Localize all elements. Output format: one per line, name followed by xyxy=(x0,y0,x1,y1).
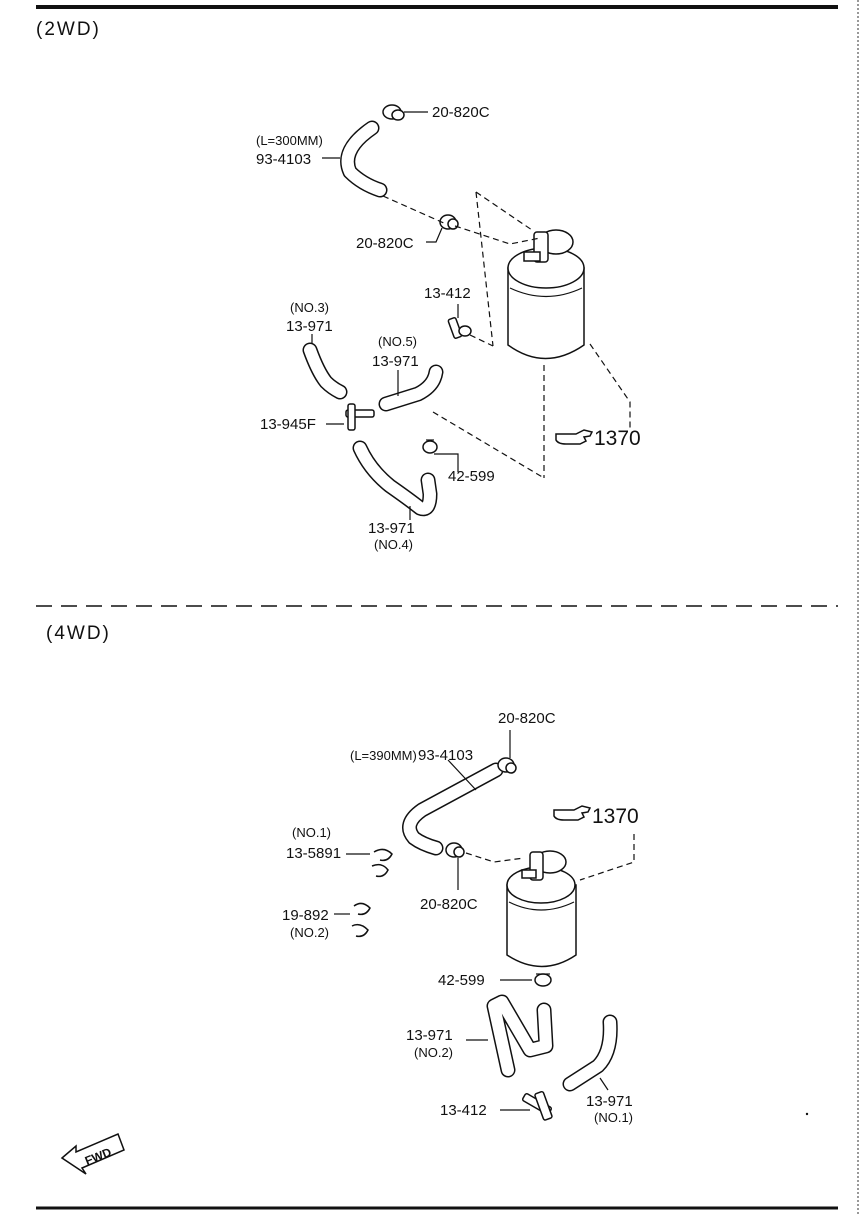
label-clamp-mid-2wd: 20-820C xyxy=(356,235,414,252)
clamp-13-5891-no1-4wd xyxy=(371,848,393,878)
label-hose-no3-part-2wd: 13-971 xyxy=(286,318,333,335)
pointing-hand-icon xyxy=(553,805,592,821)
label-clamp-no1-part-4wd: 13-5891 xyxy=(286,845,341,862)
canister-2wd xyxy=(507,229,585,360)
label-hose-no2-part-4wd: 13-971 xyxy=(406,1027,453,1044)
label-tee-2wd: 13-945F xyxy=(260,416,316,433)
clamp-20-820c-mid-4wd xyxy=(445,842,465,858)
label-clamp-no2-part-4wd: 19-892 xyxy=(282,907,329,924)
clamp-20-820c-top-4wd xyxy=(497,757,517,774)
clamp-20-820c-top-2wd xyxy=(382,104,405,121)
label-valve-2wd: 13-412 xyxy=(424,285,471,302)
section-title-2wd: (2WD) xyxy=(36,19,101,40)
section-title-4wd: (4WD) xyxy=(46,623,111,644)
group-2wd: 20-820C (L=300MM) 93-4103 20-820C 13-412… xyxy=(256,104,641,552)
pointing-hand-icon xyxy=(555,429,594,445)
label-ref-2wd: 1370 xyxy=(594,427,641,450)
clamp-19-892-no2-4wd xyxy=(351,902,371,938)
label-hose-no1-part-4wd: 13-971 xyxy=(586,1093,633,1110)
clip-42-599-2wd xyxy=(422,439,438,454)
label-hose-no4-part-2wd: 13-971 xyxy=(368,520,415,537)
label-hose-part-4wd: 93-4103 xyxy=(418,747,473,764)
label-hose-no5-part-2wd: 13-971 xyxy=(372,353,419,370)
label-clamp-mid-4wd: 20-820C xyxy=(420,896,478,913)
valve-13-412-4wd xyxy=(521,1090,553,1121)
label-hose-length-4wd: (L=390MM) xyxy=(350,748,417,763)
fwd-arrow-icon: FWD xyxy=(60,1133,125,1175)
clip-42-599-4wd xyxy=(534,973,552,987)
label-hose-no4-tag-2wd: (NO.4) xyxy=(374,537,413,552)
tee-13-945f-2wd xyxy=(345,403,375,431)
speck xyxy=(805,1112,809,1116)
label-hose-no3-tag-2wd: (NO.3) xyxy=(290,300,329,315)
label-clamp-top-4wd: 20-820C xyxy=(498,710,556,727)
canister-4wd xyxy=(506,850,577,968)
label-hose-length-2wd: (L=300MM) xyxy=(256,133,323,148)
label-clamp-top-2wd: 20-820C xyxy=(432,104,490,121)
label-hose-no5-tag-2wd: (NO.5) xyxy=(378,334,417,349)
label-ref-4wd: 1370 xyxy=(592,805,639,828)
label-clip-2wd: 42-599 xyxy=(448,468,495,485)
label-hose-no1-tag-4wd: (NO.1) xyxy=(594,1110,633,1125)
label-clamp-no1-tag-4wd: (NO.1) xyxy=(292,825,331,840)
label-clip-4wd: 42-599 xyxy=(438,972,485,989)
label-clamp-no2-tag-4wd: (NO.2) xyxy=(290,925,329,940)
label-hose-part-2wd: 93-4103 xyxy=(256,151,311,168)
label-valve-4wd: 13-412 xyxy=(440,1102,487,1119)
group-4wd: 20-820C (L=390MM) 93-4103 (NO.1) 13-5891… xyxy=(282,710,639,1125)
valve-13-412-2wd xyxy=(447,317,472,339)
label-hose-no2-tag-4wd: (NO.2) xyxy=(414,1045,453,1060)
